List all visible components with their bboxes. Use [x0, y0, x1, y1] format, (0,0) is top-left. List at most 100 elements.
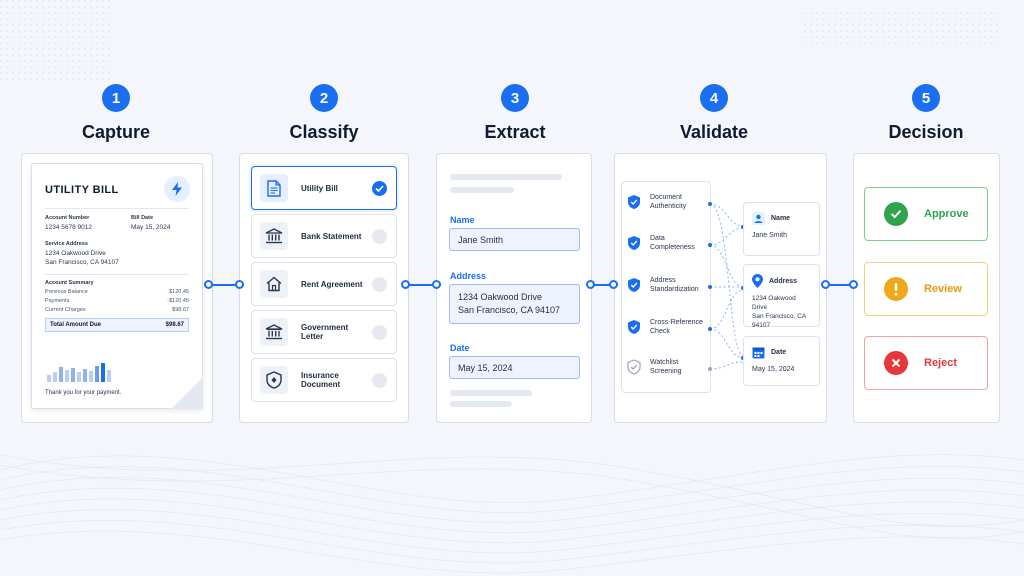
step-title: Extract [484, 122, 546, 142]
address-line1: 1234 Oakwood Drive [458, 292, 543, 302]
radio-empty-icon [372, 372, 387, 388]
service-address-line2: San Francisco, CA 94107 [45, 259, 119, 266]
calendar-icon [752, 347, 765, 359]
name-field[interactable]: Jane Smith [449, 228, 580, 251]
review-button[interactable]: Review [864, 262, 988, 316]
check-line2: Completeness [650, 244, 695, 251]
page-curl [172, 377, 203, 409]
shield-check-icon [628, 320, 640, 334]
location-pin-icon [752, 274, 763, 288]
step-classify: 2 Classify [234, 84, 414, 143]
total-amount-row: Total Amount Due $98.67 [45, 318, 189, 332]
step-validate: 4 Validate [624, 84, 804, 143]
card-address-line2: San Francisco, CA 94107 [752, 313, 806, 329]
check-line2: Screening [650, 368, 682, 375]
summary-row: Previous Balance $120.45 [45, 289, 189, 295]
step-number: 2 [310, 84, 338, 112]
dot-grid-top-left [0, 0, 110, 80]
radio-empty-icon [372, 324, 387, 340]
connector-node [586, 280, 595, 289]
shield-outline-check-icon [627, 359, 641, 375]
exclamation-icon [884, 277, 908, 301]
step-number: 4 [700, 84, 728, 112]
placeholder-line [450, 187, 514, 193]
check-line1: Watchlist [650, 359, 679, 366]
card-address-label: Address [769, 277, 798, 285]
card-name-label: Name [771, 215, 791, 222]
classify-item-government-letter[interactable]: Government Letter [251, 310, 397, 354]
classify-item-label: Utility Bill [301, 183, 338, 193]
address-line2: San Francisco, CA 94107 [458, 305, 561, 315]
total-value: $98.67 [165, 322, 184, 328]
reject-button[interactable]: Reject [864, 336, 988, 390]
connector-node [204, 280, 213, 289]
service-address-label: Service Address [45, 241, 88, 247]
step-title: Validate [679, 122, 749, 142]
classify-item-label: Rent Agreement [301, 279, 363, 289]
checkmark-icon [884, 202, 908, 226]
dot-grid-top-right [800, 10, 1000, 48]
address-label: Address [450, 271, 487, 281]
connector-node [235, 280, 244, 289]
classify-item-label: Government Letter [301, 323, 349, 341]
check-line1: Cross-Reference [650, 319, 703, 326]
check-line1: Document [650, 194, 682, 201]
classify-item-label: Bank Statement [301, 231, 362, 241]
address-field[interactable]: 1234 Oakwood Drive San Francisco, CA 941… [449, 284, 580, 324]
usage-bar-chart-icon [47, 363, 111, 382]
connector-node [849, 280, 858, 289]
check-line1: Address [650, 277, 676, 284]
card-date-value: May 15, 2024 [752, 366, 795, 373]
classify-item-rent-agreement[interactable]: Rent Agreement [251, 262, 397, 306]
approve-label: Approve [924, 208, 969, 220]
summary-row-value: $120.45 [169, 289, 189, 295]
connector-line [823, 284, 857, 286]
shield-check-icon [628, 278, 640, 292]
step-number: 3 [501, 84, 529, 112]
account-number-label: Account Number [45, 215, 90, 221]
date-label: Date [450, 343, 470, 353]
review-label: Review [924, 283, 962, 295]
service-address-line1: 1234 Oakwood Drive [45, 250, 106, 257]
person-icon [752, 212, 765, 225]
connector-node [821, 280, 830, 289]
bill-date-label: Bill Date [131, 215, 154, 221]
step-title: Capture [81, 122, 150, 142]
service-address-block: Service Address 1234 Oakwood Drive San F… [45, 241, 189, 267]
step-decision: 5 Decision [836, 84, 1016, 143]
step-capture: 1 Capture [26, 84, 206, 143]
account-number: 1234 5678 9012 [45, 224, 92, 231]
placeholder-line [450, 401, 512, 407]
radio-empty-icon [372, 228, 387, 244]
step-number: 5 [912, 84, 940, 112]
reject-label: Reject [924, 357, 958, 369]
connector-node [609, 280, 618, 289]
summary-row: Current Charges $98.67 [45, 307, 189, 313]
connector-line [405, 284, 441, 286]
connector-node [401, 280, 410, 289]
approve-button[interactable]: Approve [864, 187, 988, 241]
step-title: Decision [888, 122, 964, 142]
bill-thanks: Thank you for your payment. [45, 390, 122, 396]
summary-row-value: -$120.45 [167, 298, 189, 304]
summary-row: Payments -$120.45 [45, 298, 189, 304]
classify-item-utility-bill[interactable]: Utility Bill [251, 166, 397, 210]
summary-row-label: Current Charges [45, 307, 86, 313]
government-building-icon [260, 318, 288, 346]
classify-item-insurance-document[interactable]: Insurance Document [251, 358, 397, 402]
check-line2: Standardization [650, 286, 699, 293]
connector-line [208, 284, 244, 286]
classify-item-bank-statement[interactable]: Bank Statement [251, 214, 397, 258]
connector-line [588, 284, 618, 286]
placeholder-line [450, 390, 532, 396]
card-address-line1: 1234 Oakwood Drive [752, 295, 796, 311]
date-field[interactable]: May 15, 2024 [449, 356, 580, 379]
